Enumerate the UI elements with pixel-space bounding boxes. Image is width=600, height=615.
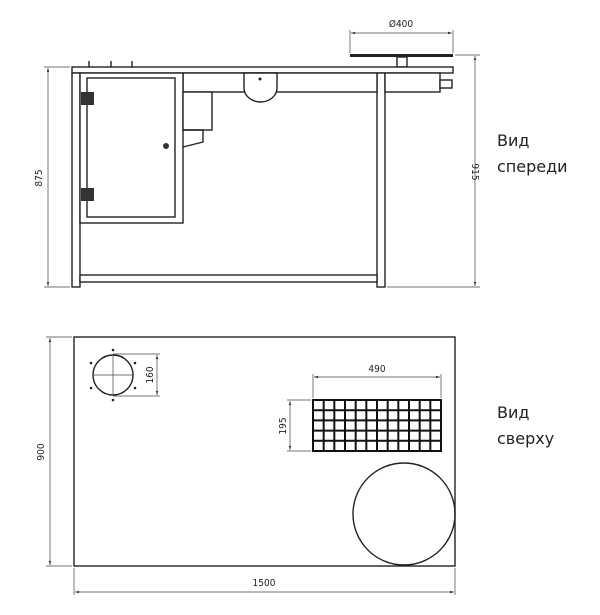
top-bolts: [88, 61, 133, 67]
vent-hole: [89, 348, 137, 402]
front-view-label-2: спереди: [497, 157, 568, 176]
top-view-label-2: сверху: [497, 429, 554, 448]
right-extension: [384, 72, 441, 93]
top-view-label-1: Вид: [497, 403, 529, 422]
knob: [439, 79, 453, 89]
bottom-stretcher: [79, 274, 378, 283]
dim-table-height: 875: [34, 169, 45, 186]
front-view-label-1: Вид: [497, 131, 529, 150]
hinge-bottom: [81, 188, 94, 201]
motor: [182, 91, 213, 131]
blade-guard: [243, 72, 278, 103]
cabinet-door: [86, 77, 176, 218]
disc-outline: [352, 462, 456, 566]
grate: [312, 399, 442, 452]
dim-grid-height: 195: [278, 417, 289, 434]
apron: [182, 72, 378, 93]
motor-bracket: [182, 129, 204, 148]
disc-post: [396, 56, 408, 68]
lock-icon: [163, 143, 169, 149]
right-leg: [376, 72, 386, 288]
dim-vent-diameter: 160: [145, 366, 156, 383]
tabletop: [71, 66, 454, 74]
dim-total-height: 915: [469, 163, 480, 180]
disc: [350, 54, 453, 57]
top-view: 160 490 195 900 1500 Вид сверху: [36, 336, 554, 595]
left-leg: [71, 72, 81, 288]
hinge-top: [81, 92, 94, 105]
dim-disc-diameter: Ø400: [389, 18, 414, 30]
dim-depth: 900: [36, 443, 47, 460]
front-view: Ø400 875 915 Вид спереди: [34, 18, 568, 288]
blade-center: [258, 77, 262, 81]
dim-width: 1500: [253, 578, 276, 589]
dim-grid-width: 490: [368, 364, 385, 375]
